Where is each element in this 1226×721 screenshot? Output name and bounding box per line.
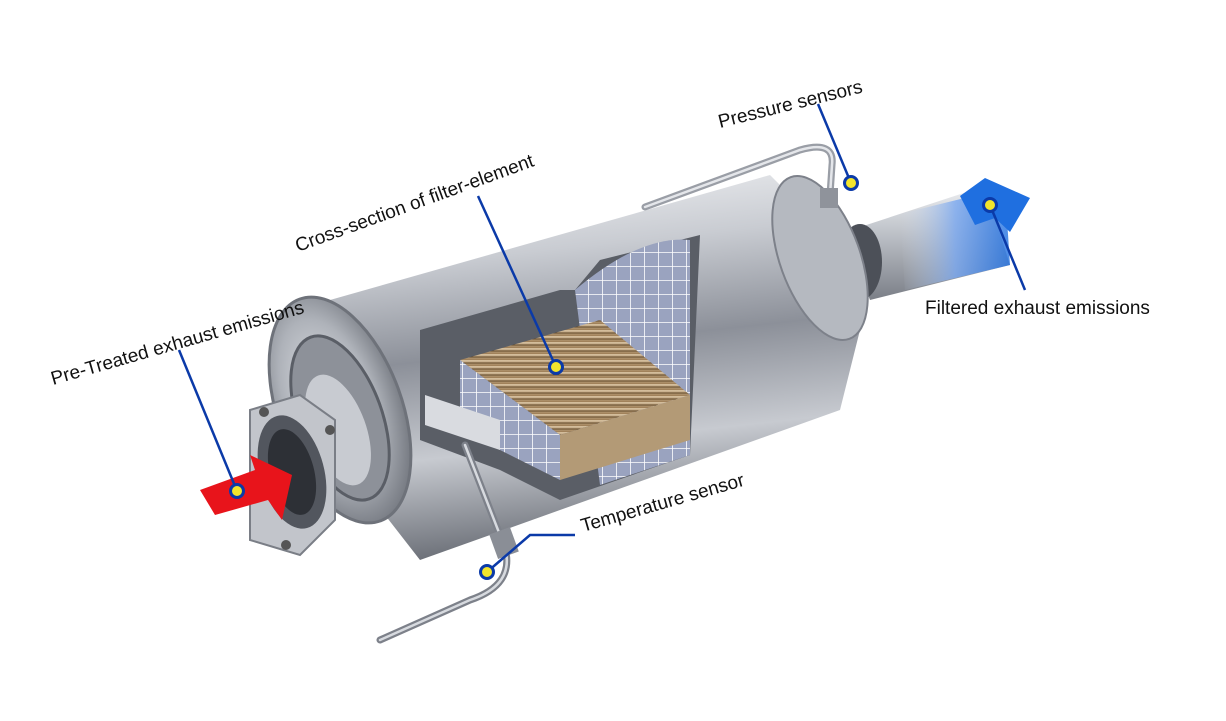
cross-section-label: Cross-section of filter-element [293,150,538,256]
pre-treated-marker [229,483,245,499]
pressure-sensor-tube [641,143,838,211]
filtered-label: Filtered exhaust emissions [925,298,1150,319]
callout-filtered: Filtered exhaust emissions [925,197,1150,319]
filter-cutaway [420,235,700,500]
filtered-marker [982,197,998,213]
temperature-marker [479,564,495,580]
pressure-marker [843,175,859,191]
cross-section-marker [548,359,564,375]
pressure-label: Pressure sensors [716,77,865,133]
inlet-flow-arrow [200,455,292,520]
pre-treated-label: Pre-Treated exhaust emissions [49,297,307,389]
